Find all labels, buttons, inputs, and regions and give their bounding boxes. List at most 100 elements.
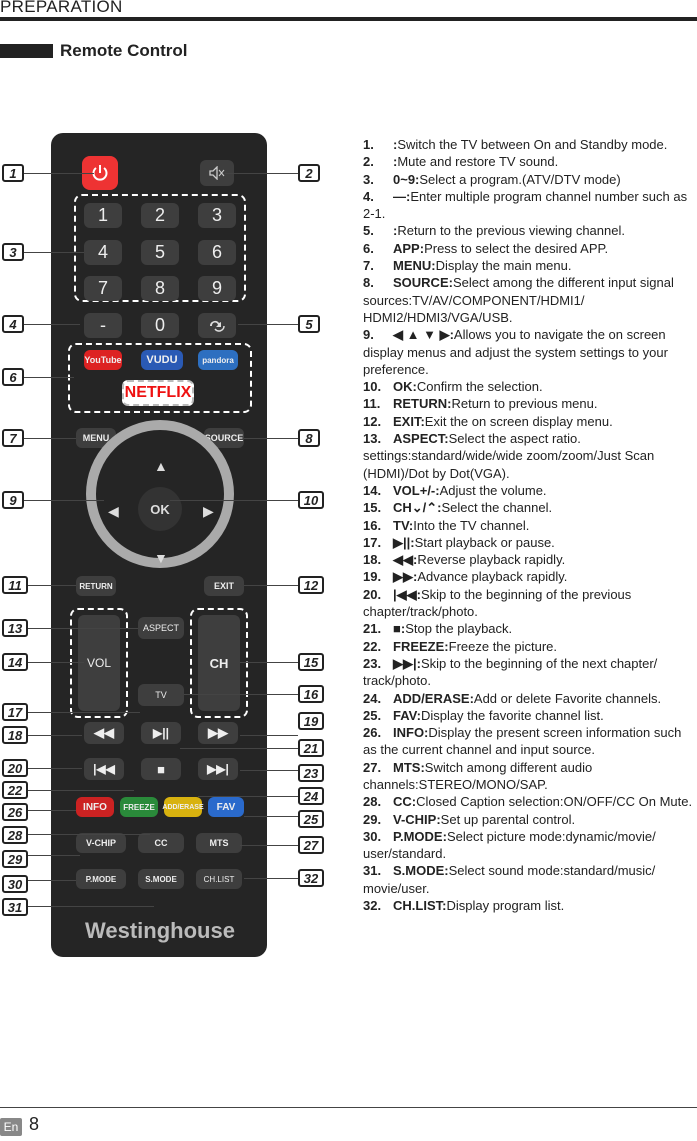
description-item: 19.▶▶:Advance playback rapidly. <box>363 568 693 585</box>
next-button: ▶▶| <box>198 758 238 780</box>
item-number: 32. <box>363 898 382 914</box>
description-item: 5.:Return to the previous viewing channe… <box>363 222 693 239</box>
callout-leader <box>24 712 140 713</box>
callout-leader <box>244 816 298 817</box>
ch-list-button: CH.LIST <box>196 869 242 889</box>
description-item: 23.▶▶|:Skip to the beginning of the next… <box>363 655 693 690</box>
item-key: ASPECT: <box>393 431 449 447</box>
callout-2: 2 <box>298 164 320 182</box>
item-text: Switch the TV between On and Standby mod… <box>397 137 668 152</box>
callout-leader <box>24 173 94 174</box>
item-key: ◀◀: <box>393 552 418 568</box>
callout-14: 14 <box>2 653 28 671</box>
item-number: 17. <box>363 534 382 550</box>
item-number: 6. <box>363 240 374 256</box>
callout-23: 23 <box>298 764 324 782</box>
ch-group-outline <box>190 608 248 718</box>
section-bar <box>0 44 53 58</box>
digit-8-button: 8 <box>141 276 179 301</box>
item-number: 29. <box>363 811 382 827</box>
description-item: 8.SOURCE:Select among the different inpu… <box>363 274 693 326</box>
digit-4-button: 4 <box>84 240 122 265</box>
item-number: 12. <box>363 413 382 429</box>
callout-leader <box>24 790 134 791</box>
item-number: 26. <box>363 725 382 741</box>
item-number: 2. <box>363 154 374 170</box>
dash-button: - <box>84 313 122 338</box>
description-item: 1.:Switch the TV between On and Standby … <box>363 136 693 153</box>
callout-leader <box>240 845 298 846</box>
item-text: Switch among different audio channels:ST… <box>363 759 593 792</box>
callout-leader <box>244 878 298 879</box>
callout-26: 26 <box>2 803 28 821</box>
language-badge: En <box>0 1118 22 1136</box>
item-number: 27. <box>363 759 382 775</box>
item-key: S.MODE: <box>393 863 449 879</box>
description-item: 2.:Mute and restore TV sound. <box>363 153 693 170</box>
description-item: 6.APP:Press to select the desired APP. <box>363 240 693 257</box>
digit-2-button: 2 <box>141 203 179 228</box>
callout-leader <box>24 377 74 378</box>
callout-15: 15 <box>298 653 324 671</box>
callout-leader <box>24 438 76 439</box>
exit-button: EXIT <box>204 576 244 596</box>
digit-1-button: 1 <box>84 203 122 228</box>
callout-12: 12 <box>298 576 324 594</box>
item-number: 31. <box>363 863 382 879</box>
item-text: Advance playback rapidly. <box>417 569 568 585</box>
item-text: Display the favorite channel list. <box>420 707 604 723</box>
description-item: 13.ASPECT:Select the aspect ratio. setti… <box>363 430 693 482</box>
callout-11: 11 <box>2 576 28 594</box>
arrow-left-icon: ◀ <box>108 503 119 519</box>
description-item: 7.MENU:Display the main menu. <box>363 257 693 274</box>
callout-9: 9 <box>2 491 24 509</box>
item-key: ▶||: <box>393 534 415 550</box>
callout-leader <box>240 662 298 663</box>
stop-icon: ■ <box>157 761 165 777</box>
item-key: MTS: <box>393 759 425 775</box>
item-key: : <box>393 137 398 152</box>
digit-0-button: 0 <box>141 313 179 338</box>
ok-button: OK <box>138 487 182 531</box>
mute-icon <box>209 166 225 180</box>
item-key: : <box>393 223 398 239</box>
tv-button: TV <box>138 684 184 706</box>
item-key: ADD/ERASE: <box>393 690 474 706</box>
callout-13: 13 <box>2 619 28 637</box>
power-icon <box>92 165 108 181</box>
description-item: 32.CH.LIST:Display program list. <box>363 897 693 914</box>
previous-icon: |◀◀ <box>93 762 115 776</box>
next-icon: ▶▶| <box>207 762 229 776</box>
item-key: CH⌄/⌃: <box>393 500 442 516</box>
item-number: 4. <box>363 188 374 204</box>
item-key: CC: <box>393 794 417 810</box>
item-number: 23. <box>363 655 382 671</box>
info-button: INFO <box>76 797 114 817</box>
item-number: 11. <box>363 396 381 412</box>
description-item: 10.OK:Confirm the selection. <box>363 378 693 395</box>
item-key: P.MODE: <box>393 828 447 844</box>
youtube-button: YouTube <box>84 350 122 370</box>
app-group-outline <box>68 343 252 413</box>
callout-leader <box>198 796 298 797</box>
item-key: V-CHIP: <box>393 811 441 827</box>
item-key: |◀◀: <box>393 586 421 602</box>
item-text: Select the channel. <box>441 500 553 516</box>
section-title: Remote Control <box>60 41 188 60</box>
description-item: 17. ▶||:Start playback or pause. <box>363 534 693 551</box>
callout-leader <box>240 735 298 736</box>
description-item: 27. MTS:Switch among different audio chan… <box>363 759 693 794</box>
item-text: Skip to the beginning of the previous ch… <box>363 586 632 620</box>
item-text: Start playback or pause. <box>414 534 555 550</box>
item-text: Select the aspect ratio. settings:standa… <box>363 431 655 481</box>
item-text: Into the TV channel. <box>413 517 530 533</box>
item-number: 15. <box>363 500 382 516</box>
description-item: 16.TV:Into the TV channel. <box>363 517 693 534</box>
callout-10: 10 <box>298 491 324 509</box>
play-pause-button: ▶|| <box>141 722 181 744</box>
item-text: Allows you to navigate the on screen dis… <box>363 327 668 377</box>
aspect-button: ASPECT <box>138 617 184 639</box>
item-text: Select among the different input signal … <box>363 275 674 325</box>
item-text: Return to the previous viewing channel. <box>397 223 625 239</box>
item-key: CH.LIST: <box>393 898 447 914</box>
